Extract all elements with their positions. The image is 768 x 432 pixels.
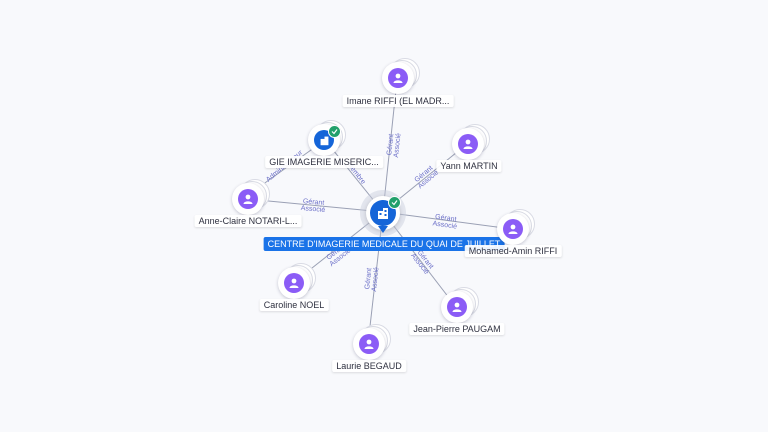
edge-laurie [367,211,384,345]
person-icon [503,219,523,239]
node-label-mohamed[interactable]: Mohamed-Amin RIFFI [464,245,562,257]
node-label-laurie[interactable]: Laurie BEGAUD [332,360,406,372]
avatar [353,328,385,360]
center-company-label[interactable]: CENTRE D'IMAGERIE MEDICALE DU QUAI DE JU… [263,237,505,251]
node-label-caroline[interactable]: Caroline NOEL [259,299,329,311]
person-icon [458,134,478,154]
person-icon [447,297,467,317]
edge-jeanpierre [382,211,457,308]
person-icon [388,68,408,88]
node-label-anne[interactable]: Anne-Claire NOTARI-L... [194,215,302,227]
node-label-yann[interactable]: Yann MARTIN [436,160,502,172]
edge-anne [247,198,384,213]
avatar [382,62,414,94]
avatar [232,183,264,215]
building-icon [370,200,396,226]
pin-tail [378,226,388,233]
avatar [278,267,310,299]
node-label-gie[interactable]: GIE IMAGERIE MISERIC... [265,156,383,168]
avatar [441,291,473,323]
node-label-imane[interactable]: Imane RIFFI (EL MADR... [342,95,454,107]
person-icon [284,273,304,293]
person-icon [238,189,258,209]
avatar [497,213,529,245]
node-label-jeanpierre[interactable]: Jean-Pierre PAUGAM [409,323,505,335]
avatar [452,128,484,160]
verified-check-icon [388,196,401,209]
person-icon [359,334,379,354]
edge-mohamed [382,211,513,230]
verified-check-icon [328,125,341,138]
